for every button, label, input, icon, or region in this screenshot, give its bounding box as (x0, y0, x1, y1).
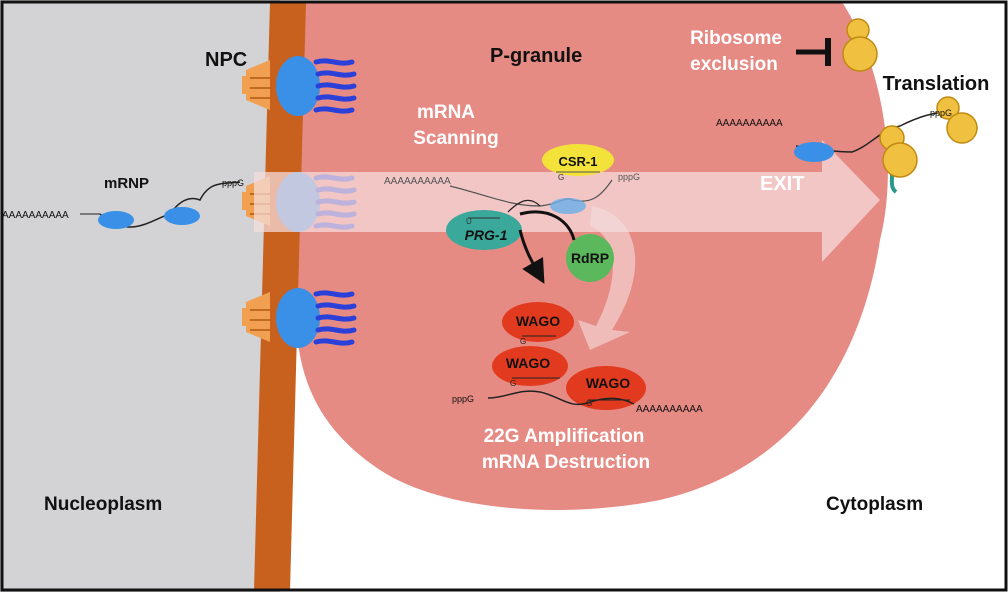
scanning-curved-arrow (578, 206, 636, 350)
ribosome-translating-1 (879, 125, 918, 178)
prg1-label: PRG-1 (465, 227, 508, 243)
ribosome-excluded (842, 18, 878, 72)
cap-3: pppG (618, 172, 640, 182)
scanning-mrnp-protein (550, 198, 586, 214)
cap-2: pppG (930, 108, 952, 118)
arrow-to-wago (518, 229, 545, 284)
amplification-label-1: 22G Amplification (484, 426, 645, 447)
cap-1: pppG (222, 178, 244, 188)
wago-protein-3 (566, 366, 646, 410)
mrnp-protein-2 (164, 207, 200, 225)
target-mrna (487, 390, 635, 406)
mrna-scanning-label-1: mRNA (417, 102, 475, 123)
wago-guide-g-2: G (510, 379, 516, 388)
npc-top (242, 56, 357, 116)
npc-label: NPC (205, 49, 247, 71)
poly-a-tail-4: AAAAAAAAAA (636, 404, 703, 415)
wago-guide-g-1: G (520, 337, 526, 346)
csr1-protein (542, 144, 614, 176)
csr1-guide-g: G (558, 173, 564, 182)
rdrp-label: RdRP (571, 250, 609, 266)
wago-label-3: WAGO (586, 375, 630, 391)
wago-protein-2 (492, 346, 568, 386)
inhibition-symbol (796, 38, 831, 66)
nucleoplasm-region (0, 0, 280, 592)
mrnp-protein-1 (98, 211, 134, 229)
csr1-label: CSR-1 (558, 154, 597, 169)
poly-a-tail-3: AAAAAAAAAA (384, 176, 451, 187)
nuclear-envelope (254, 2, 306, 590)
mrnp-transcript (80, 181, 241, 229)
amplification-label-2: mRNA Destruction (482, 452, 650, 473)
mrna-scanning-label-2: Scanning (413, 128, 499, 149)
cap-4: pppG (452, 394, 474, 404)
arrow-to-rdrp (519, 210, 576, 241)
ribosome-exclusion-label-1: Ribosome (690, 28, 782, 49)
prg1-guide-u: U (466, 217, 472, 226)
poly-a-tail-1: AAAAAAAAAA (2, 210, 69, 221)
ribosome-translating-2 (936, 96, 978, 144)
ribosome-exclusion-label-2: exclusion (690, 54, 778, 75)
npc-bottom (242, 288, 357, 348)
prg1-protein (446, 210, 522, 250)
p-granule-label: P-granule (490, 45, 582, 67)
mrnp-label: mRNP (104, 175, 149, 192)
translation-label: Translation (883, 73, 990, 95)
nucleoplasm-label: Nucleoplasm (44, 494, 162, 515)
wago-label-1: WAGO (516, 313, 560, 329)
poly-a-tail-2: AAAAAAAAAA (716, 118, 783, 129)
wago-protein-1 (502, 302, 574, 342)
exit-label: EXIT (760, 173, 804, 195)
cytoplasm-label: Cytoplasm (826, 494, 923, 515)
rdrp-protein (566, 234, 614, 282)
wago-guide-g-3: G (586, 399, 592, 408)
wago-label-2: WAGO (506, 355, 550, 371)
